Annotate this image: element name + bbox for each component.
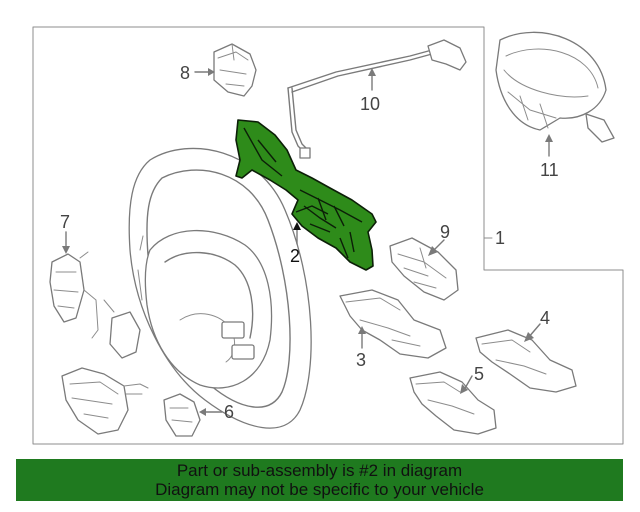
part-11	[495, 31, 615, 143]
part-3	[339, 289, 447, 359]
banner-line-disclaimer: Diagram may not be specific to your vehi…	[155, 480, 484, 499]
callout-8: 8	[180, 63, 190, 83]
banner-line-part-info: Part or sub-assembly is #2 in diagram	[176, 461, 463, 480]
callout-6: 6	[224, 402, 234, 422]
callout-1: 1	[495, 228, 505, 248]
callout-2: 2	[290, 246, 300, 266]
part-10	[287, 39, 467, 159]
callout-9: 9	[440, 222, 450, 242]
callout-5: 5	[474, 364, 484, 384]
callout-10: 10	[360, 94, 380, 114]
part-9	[389, 237, 459, 301]
parts-diagram: 1 2 8 10 11	[32, 26, 624, 445]
info-banner: Part or sub-assembly is #2 in diagram Di…	[16, 459, 623, 501]
assembly-frame	[32, 26, 624, 445]
steering-wheel	[128, 147, 312, 429]
part-5	[409, 371, 497, 435]
callout-7: 7	[60, 212, 70, 232]
part-8	[213, 43, 257, 97]
callout-11: 11	[540, 160, 559, 180]
callout-3: 3	[356, 350, 366, 370]
callout-4: 4	[540, 308, 550, 328]
part-7	[49, 251, 141, 359]
part-2-highlighted	[235, 119, 377, 271]
part-6	[163, 393, 201, 437]
switch-assembly	[61, 367, 149, 435]
